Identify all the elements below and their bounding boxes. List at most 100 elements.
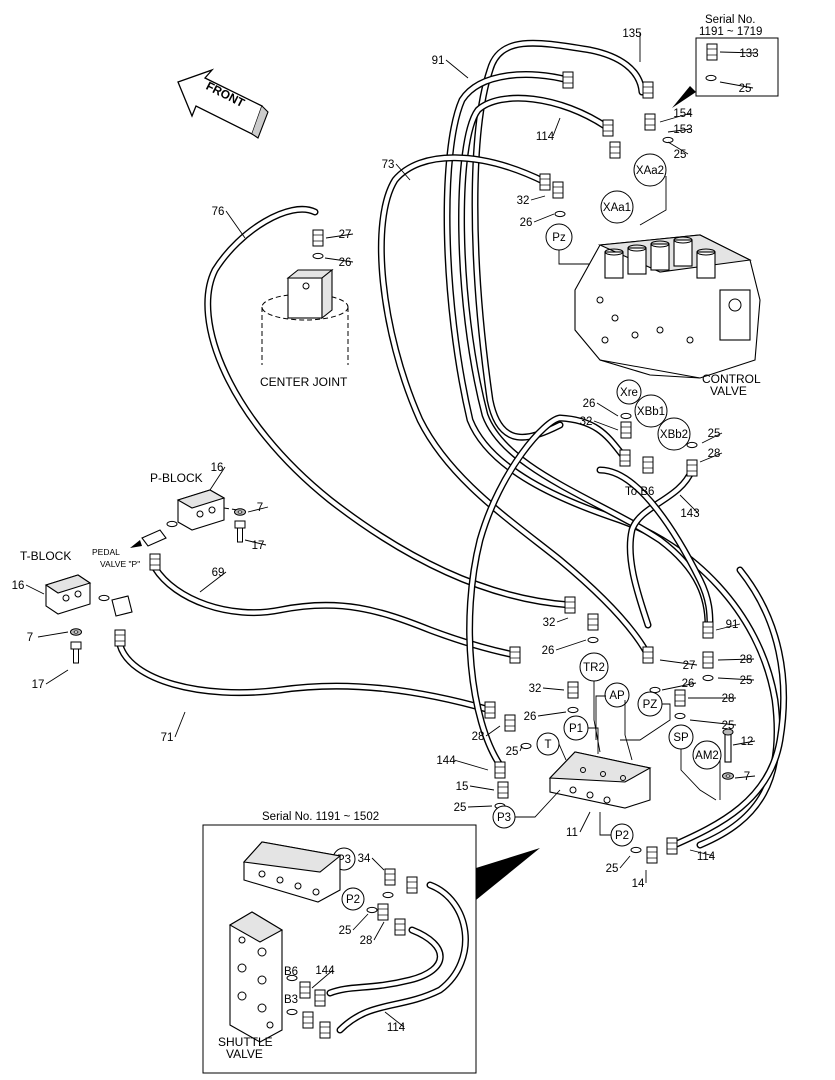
callout-leader [352, 913, 369, 931]
hose-91-right [596, 466, 714, 629]
callout-leader [371, 857, 385, 871]
callout-leader [593, 420, 619, 431]
part-number-label: 26 [524, 711, 537, 723]
svg-text:Xre: Xre [620, 387, 638, 399]
svg-text:AM2: AM2 [695, 750, 719, 762]
part-number-label: 26 [520, 217, 533, 229]
callout-leader [467, 805, 493, 808]
svg-text:AP: AP [609, 690, 625, 702]
part-number-label: 14 [632, 878, 645, 890]
part-number-label: 25 [739, 83, 752, 95]
port-leaders [515, 176, 721, 836]
callout-leader [519, 745, 523, 752]
part-number-label: 17 [32, 679, 45, 691]
manifold-block-11 [548, 751, 652, 809]
callout-leader [537, 711, 567, 717]
callout-leader [619, 855, 631, 869]
part-number-label: 7 [27, 632, 33, 644]
part-number-label: 7 [744, 771, 750, 783]
inset-port-p2 [341, 887, 365, 911]
callout-leader [247, 506, 269, 513]
hoses [116, 39, 788, 1034]
callout-leader [555, 639, 587, 651]
port-ap [604, 682, 630, 708]
part-number-label: 32 [580, 416, 593, 428]
part-number-label: 25 [454, 802, 467, 814]
part-number-label: 7 [257, 502, 263, 514]
port-xaa1 [600, 190, 634, 224]
front-arrow: FRONT [177, 68, 269, 139]
part-number-label: 34 [358, 853, 371, 865]
fittings [114, 43, 734, 864]
part-number-label: 26 [339, 257, 352, 269]
callout-leader [596, 402, 619, 417]
callout-leader [719, 81, 754, 89]
port-xaa2 [633, 153, 667, 187]
part-number-label: 32 [517, 195, 530, 207]
washer-7 [234, 508, 246, 516]
part-number-label: 144 [436, 755, 456, 767]
svg-text:SP: SP [673, 732, 689, 744]
callout-leader [199, 571, 227, 593]
hose-73 [377, 154, 652, 659]
part-number-label: 114 [536, 131, 555, 143]
part-number-label: 17 [252, 540, 265, 552]
callout-leader [556, 617, 569, 623]
part-number-label: 26 [542, 645, 555, 657]
p-block: P-BLOCK [150, 471, 246, 543]
callout-leader [533, 213, 555, 223]
svg-text:XBb1: XBb1 [637, 406, 665, 418]
callout-leader [679, 494, 699, 514]
hose-71 [116, 641, 494, 714]
svg-text:XAa1: XAa1 [603, 202, 631, 214]
part-number-label: 154 [673, 108, 693, 120]
callout-leader [209, 466, 226, 491]
callout-leader [689, 849, 715, 857]
callout-leader [552, 117, 561, 137]
part-number-label: 144 [315, 965, 335, 977]
center-joint: CENTER JOINT [260, 229, 349, 389]
part-number-label: 27 [683, 660, 696, 672]
callout-leader [324, 257, 354, 263]
callout-leader [732, 740, 756, 746]
part-number-label: 28 [740, 654, 753, 666]
tblock-oring [98, 594, 110, 602]
t-block: T-BLOCK [20, 549, 133, 664]
part-number-label: 12 [741, 736, 754, 748]
callout-leader [715, 623, 741, 631]
part-number-label: 28 [708, 448, 721, 460]
part-number-label: 69 [212, 567, 225, 579]
callout-leader [445, 59, 469, 79]
callout-leader [719, 51, 758, 54]
callout-leader [225, 210, 246, 239]
callout-leader [659, 112, 692, 123]
callout-leader [311, 969, 334, 989]
part-number-label: 28 [472, 731, 485, 743]
part-number-label: 133 [739, 48, 758, 60]
port-am2 [692, 740, 722, 770]
callout-leader [717, 677, 755, 681]
callout-leader [395, 163, 411, 181]
svg-text:P2: P2 [346, 894, 360, 906]
port-xbb1 [634, 394, 668, 428]
part-number-label: 27 [339, 229, 352, 241]
bolt-17 [234, 520, 246, 543]
part-number-label: 32 [529, 683, 542, 695]
svg-text:P2: P2 [615, 830, 629, 842]
callout-leader [659, 659, 698, 666]
port-xbb2 [657, 417, 691, 451]
part-number-label: 26 [682, 678, 695, 690]
fitting-27 [312, 229, 324, 247]
callout-leader [174, 711, 186, 738]
part-number-label: 25 [674, 149, 687, 161]
part-number-label: 25 [708, 428, 721, 440]
part-number-label: 16 [211, 462, 224, 474]
callout-leader [667, 141, 689, 155]
part-number-label: 153 [673, 124, 692, 136]
